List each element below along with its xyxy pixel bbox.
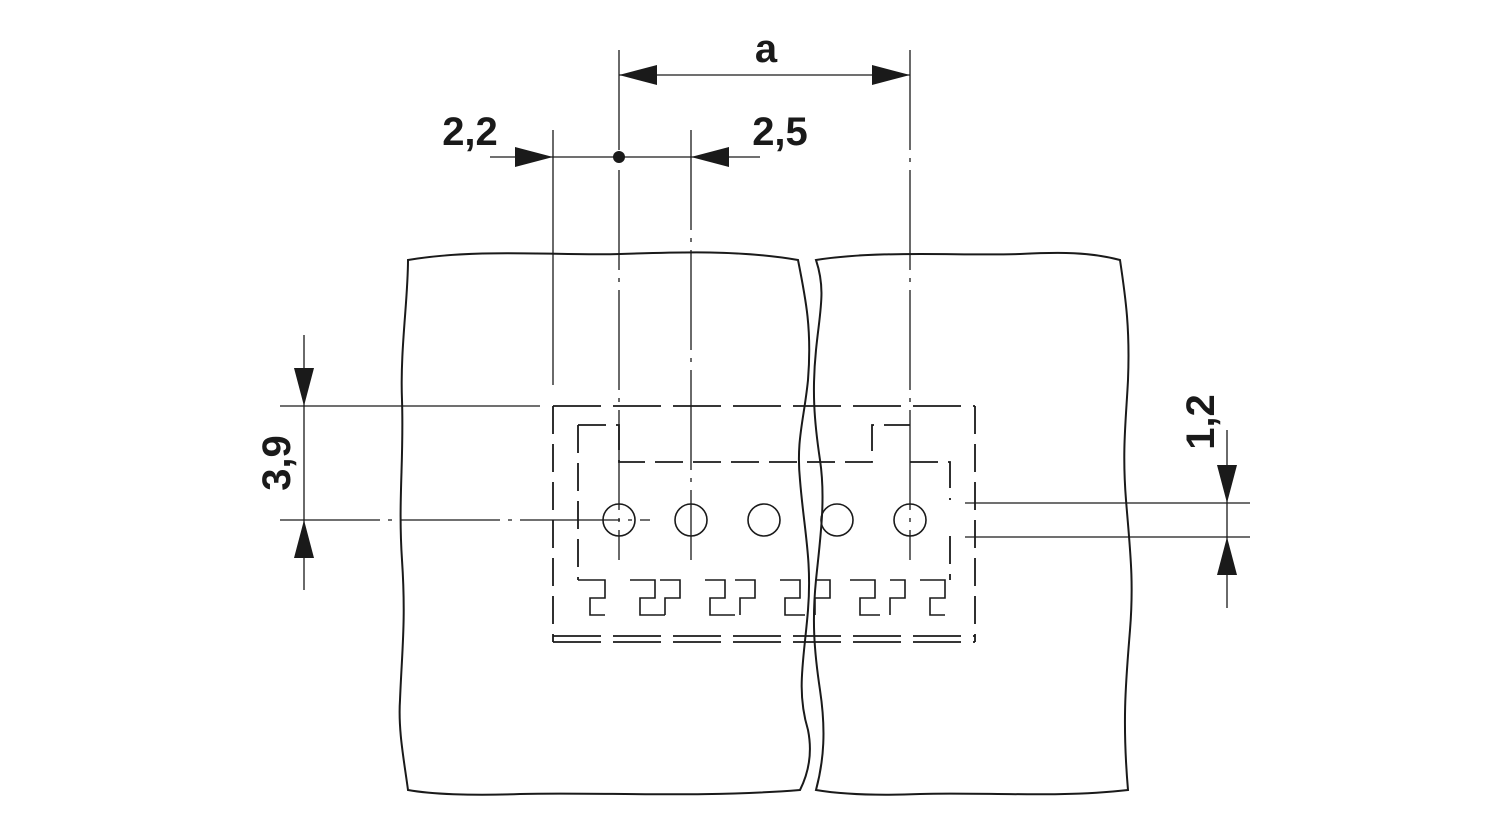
pin-hole-5 <box>893 503 927 537</box>
dim-arrow-pitch-right <box>872 65 910 85</box>
left-board-outline <box>398 251 811 796</box>
dim-arrow-pitch-left <box>619 65 657 85</box>
right-board-outline <box>812 251 1133 796</box>
dim-label-offset-right: 2,5 <box>752 110 808 154</box>
spring-contacts <box>578 579 946 616</box>
dim-label-offset-left: 2,2 <box>442 110 498 154</box>
pin-hole-4 <box>820 503 854 537</box>
housing-inner-outline <box>578 424 910 463</box>
dim-label-pitch: a <box>755 27 778 71</box>
dim-label-hole-offset: 1,2 <box>1179 394 1223 450</box>
housing-right-step <box>910 461 951 500</box>
dim-arrow-height-bottom <box>294 520 314 558</box>
dim-arrow-hole-top <box>1217 465 1237 503</box>
dim-origin-dot <box>613 151 625 163</box>
pin-hole-3 <box>747 503 781 537</box>
dim-arrow-height-top <box>294 368 314 406</box>
dim-arrow-offset-right <box>691 147 729 167</box>
pin-hole-2 <box>674 503 708 537</box>
dim-arrow-offset-left <box>515 147 553 167</box>
dim-arrow-hole-bottom <box>1217 537 1237 575</box>
dim-label-height: 3,9 <box>255 435 299 491</box>
